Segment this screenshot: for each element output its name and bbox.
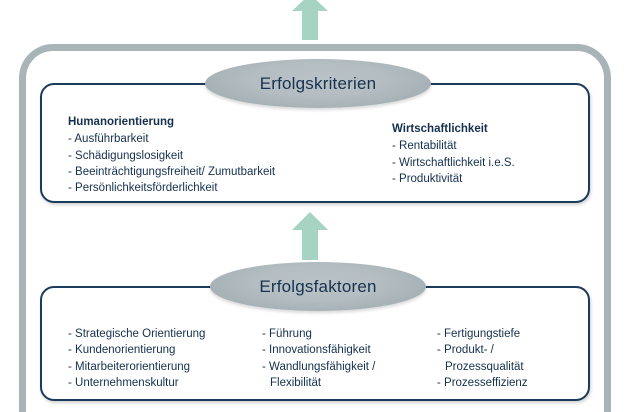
factors-ellipse-label: Erfolgsfaktoren <box>210 262 426 311</box>
list-item: - Strategische Orientierung <box>68 328 206 340</box>
criteria-ellipse-label: Erfolgskriterien <box>205 59 431 108</box>
list-item: - Rentabilität <box>392 140 457 153</box>
outer-frame <box>19 44 611 412</box>
economic-efficiency-group: Wirtschaftlichkeit - Rentabilität - Wirt… <box>392 121 515 187</box>
factors-column-2: - Führung - Innovationsfähigkeit - Wandl… <box>262 326 375 391</box>
factors-column-1: - Strategische Orientierung - Kundenorie… <box>68 326 205 391</box>
criteria-title: Erfolgskriterien <box>259 74 377 93</box>
list-item: - Kundenorientierung <box>68 344 176 357</box>
list-item: - Wirtschaftlichkeit i.e.S. <box>392 156 515 169</box>
list-item-continuation: Prozessqualität <box>445 360 524 373</box>
list-item: - Beeinträchtigungsfreiheit/ Zumutbarkei… <box>68 165 276 178</box>
list-item: - Produktivität <box>392 172 463 185</box>
list-item: - Produkt- / <box>437 344 494 357</box>
factors-column-3: - Fertigungstiefe - Produkt- / Prozessqu… <box>437 326 528 391</box>
list-item: - Unternehmenskultur <box>68 376 179 389</box>
list-item: - Führung <box>262 328 312 340</box>
factors-title: Erfolgsfaktoren <box>259 277 377 296</box>
up-arrow-icon-middle <box>292 212 328 260</box>
list-item: - Mitarbeiterorientierung <box>68 360 191 373</box>
economic-efficiency-heading: Wirtschaftlichkeit <box>392 123 488 135</box>
list-item: - Wandlungsfähigkeit / <box>262 360 376 373</box>
list-item: - Persönlichkeitsförderlichkeit <box>68 182 218 195</box>
list-item: - Schädigungslosigkeit <box>68 149 184 162</box>
list-item: - Innovationsfähigkeit <box>262 344 371 357</box>
list-item: - Fertigungstiefe <box>437 328 521 340</box>
human-orientation-group: Humanorientierung - Ausführbarkeit - Sch… <box>68 114 275 196</box>
list-item-continuation: Flexibilität <box>270 376 322 389</box>
human-orientation-heading: Humanorientierung <box>68 116 175 128</box>
list-item: - Prozesseffizienz <box>437 376 528 389</box>
up-arrow-icon-top <box>292 0 328 40</box>
list-item: - Ausführbarkeit <box>68 133 149 146</box>
